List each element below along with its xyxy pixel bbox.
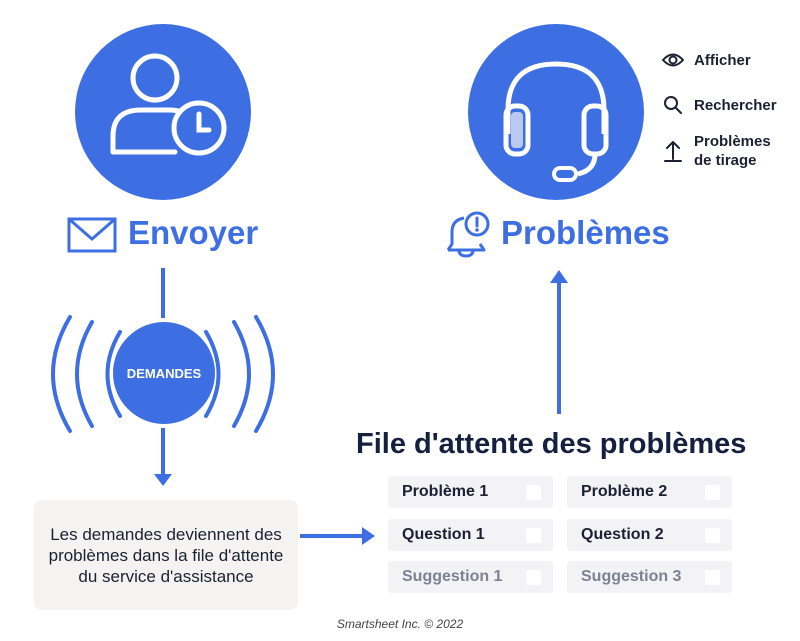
user-clock-circle: [75, 24, 251, 200]
queue-title: File d'attente des problèmes: [356, 428, 747, 460]
pull-up-icon: [660, 139, 686, 163]
search-icon: [660, 95, 686, 115]
queue-item[interactable]: Suggestion 1: [388, 561, 553, 593]
action-pull[interactable]: Problèmes de tirage: [660, 132, 771, 170]
action-search-label: Rechercher: [694, 96, 777, 114]
problems-title: Problèmes: [501, 214, 670, 251]
action-view[interactable]: Afficher: [660, 50, 751, 70]
checkbox[interactable]: [705, 527, 720, 543]
action-pull-label: Problèmes de tirage: [694, 133, 771, 169]
note-text: Les demandes deviennent des problèmes da…: [48, 524, 284, 586]
headset-icon: [503, 61, 609, 182]
checkbox[interactable]: [526, 569, 541, 585]
queue-item[interactable]: Suggestion 3: [567, 561, 732, 593]
queue-item[interactable]: Problème 2: [567, 476, 732, 508]
requests-circle: DEMANDES: [113, 322, 215, 424]
action-search[interactable]: Rechercher: [660, 95, 777, 115]
action-view-label: Afficher: [694, 51, 751, 69]
eye-icon: [660, 50, 686, 70]
checkbox[interactable]: [705, 569, 720, 585]
note-box: Les demandes deviennent des problèmes da…: [34, 500, 298, 610]
checkbox[interactable]: [705, 484, 720, 500]
requests-label: DEMANDES: [126, 365, 202, 381]
queue-item[interactable]: Question 1: [388, 519, 553, 551]
checkbox[interactable]: [526, 527, 541, 543]
user-clock-icon: [110, 53, 227, 156]
alert-bell-icon: [446, 211, 490, 258]
envelope-icon: [67, 217, 117, 253]
footer-credit: Smartsheet Inc. © 2022: [336, 617, 464, 631]
checkbox[interactable]: [526, 484, 541, 500]
queue-item[interactable]: Problème 1: [388, 476, 553, 508]
headset-circle: [468, 24, 644, 200]
queue-item[interactable]: Question 2: [567, 519, 732, 551]
send-title: Envoyer: [128, 214, 259, 251]
